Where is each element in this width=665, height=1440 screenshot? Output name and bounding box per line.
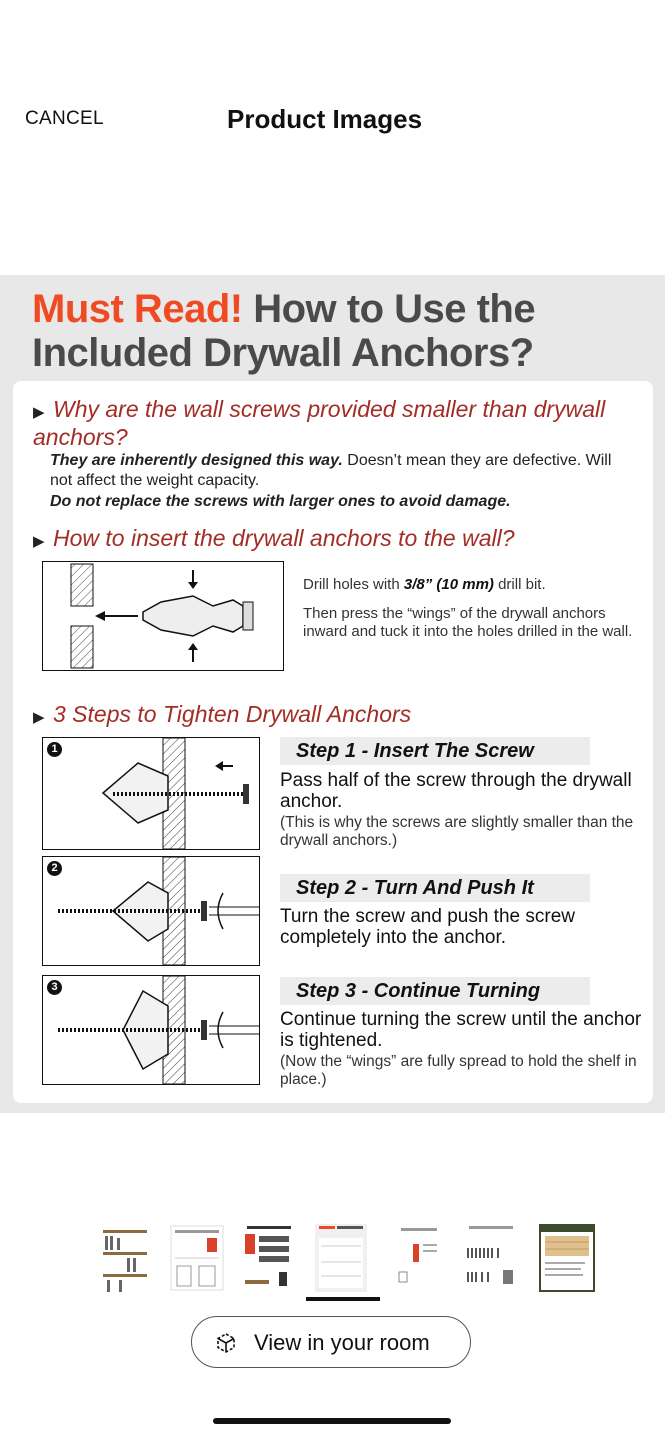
question-3-text: 3 Steps to Tighten Drywall Anchors [53, 701, 412, 727]
bullet-triangle-icon: ▶ [33, 404, 45, 421]
step-3-number: 3 [47, 980, 62, 995]
thumbnail-4-image [315, 1224, 367, 1292]
step-1-body: Pass half of the screw through the drywa… [280, 770, 632, 812]
step-2-illustration [58, 856, 259, 966]
thumbnail-2-image [170, 1225, 224, 1291]
thumbnail-1[interactable] [97, 1222, 157, 1294]
anchor-insert-illustration [70, 563, 254, 669]
thumbnail-6[interactable] [461, 1222, 521, 1294]
step-3-heading: Step 3 - Continue Turning [280, 977, 590, 1005]
headline-must-read: Must Read! [32, 287, 243, 331]
step-3-note: (Now the “wings” are fully spread to hol… [280, 1053, 637, 1088]
thumbnail-5[interactable] [389, 1222, 449, 1294]
question-2: ▶ How to insert the drywall anchors to th… [33, 526, 633, 554]
thumbnail-3[interactable] [239, 1222, 299, 1294]
step-3-illustration [58, 975, 259, 1085]
thumbnail-6-image [467, 1226, 513, 1284]
step-2-number: 2 [47, 861, 62, 876]
step-2-heading: Step 2 - Turn And Push It [280, 874, 590, 902]
step-1-diagram: 1 [42, 737, 260, 850]
bullet-triangle-icon: ▶ [33, 533, 45, 550]
press-instruction: Then press the “wings” of the drywall an… [303, 605, 633, 640]
step-2-diagram: 2 [42, 856, 260, 966]
infographic-card: ▶Why are the wall screws provided smalle… [13, 381, 653, 1103]
headline-rest: How to Use the Included Drywall Anchors? [32, 287, 536, 375]
view-in-room-label: View in your room [254, 1330, 430, 1355]
thumbnail-3-image [245, 1226, 291, 1286]
answer-1-rest: Doesn’t mean they are defective. Will no… [50, 452, 612, 489]
question-1: ▶Why are the wall screws provided smalle… [33, 397, 633, 449]
question-3: ▶ 3 Steps to Tighten Drywall Anchors [33, 702, 633, 730]
step-1-number: 1 [47, 742, 62, 757]
step-2-body: Turn the screw and push the screw comple… [280, 906, 575, 948]
step-1-illustration [101, 737, 249, 850]
thumbnail-4[interactable] [311, 1222, 371, 1294]
view-in-room-button[interactable]: View in your room [191, 1316, 471, 1368]
answer-1-bold: They are inherently designed this way. [50, 452, 343, 469]
drill-pre: Drill holes with [303, 576, 400, 593]
answer-1: They are inherently designed this way. D… [50, 451, 630, 491]
answer-1-warning: Do not replace the screws with larger on… [50, 493, 511, 510]
thumbnail-7-image [539, 1224, 595, 1292]
answer-1-line2: Do not replace the screws with larger on… [50, 492, 630, 512]
thumbnail-1-image [103, 1230, 147, 1292]
question-1-text: Why are the wall screws provided smaller… [33, 396, 606, 450]
ar-cube-icon [214, 1331, 238, 1360]
drill-size: 3/8” (10 mm) [403, 576, 494, 593]
step-3-diagram: 3 [42, 975, 260, 1085]
thumbnail-2[interactable] [167, 1222, 227, 1294]
step-1-note: (This is why the screws are slightly sma… [280, 814, 634, 849]
bullet-triangle-icon: ▶ [33, 709, 45, 726]
header-bar: CANCEL Product Images [0, 0, 665, 200]
product-image[interactable]: Must Read! How to Use the Included Drywa… [0, 275, 665, 1113]
step-1-heading: Step 1 - Insert The Screw [280, 737, 590, 765]
cancel-button[interactable]: CANCEL [25, 108, 104, 129]
thumbnail-active-indicator [306, 1297, 380, 1301]
drill-instruction: Drill holes with 3/8” (10 mm) drill bit. [303, 576, 633, 594]
step-3-body: Continue turning the screw until the anc… [280, 1009, 642, 1051]
page-title: Product Images [227, 104, 423, 134]
thumbnail-5-image [398, 1228, 437, 1283]
question-2-text: How to insert the drywall anchors to the… [53, 525, 515, 551]
home-indicator[interactable] [213, 1418, 451, 1424]
insert-diagram [42, 561, 284, 671]
thumbnail-strip [97, 1222, 597, 1304]
infographic-headline: Must Read! How to Use the Included Drywa… [32, 287, 652, 375]
thumbnail-7[interactable] [537, 1222, 597, 1294]
drill-post: drill bit. [498, 576, 546, 593]
